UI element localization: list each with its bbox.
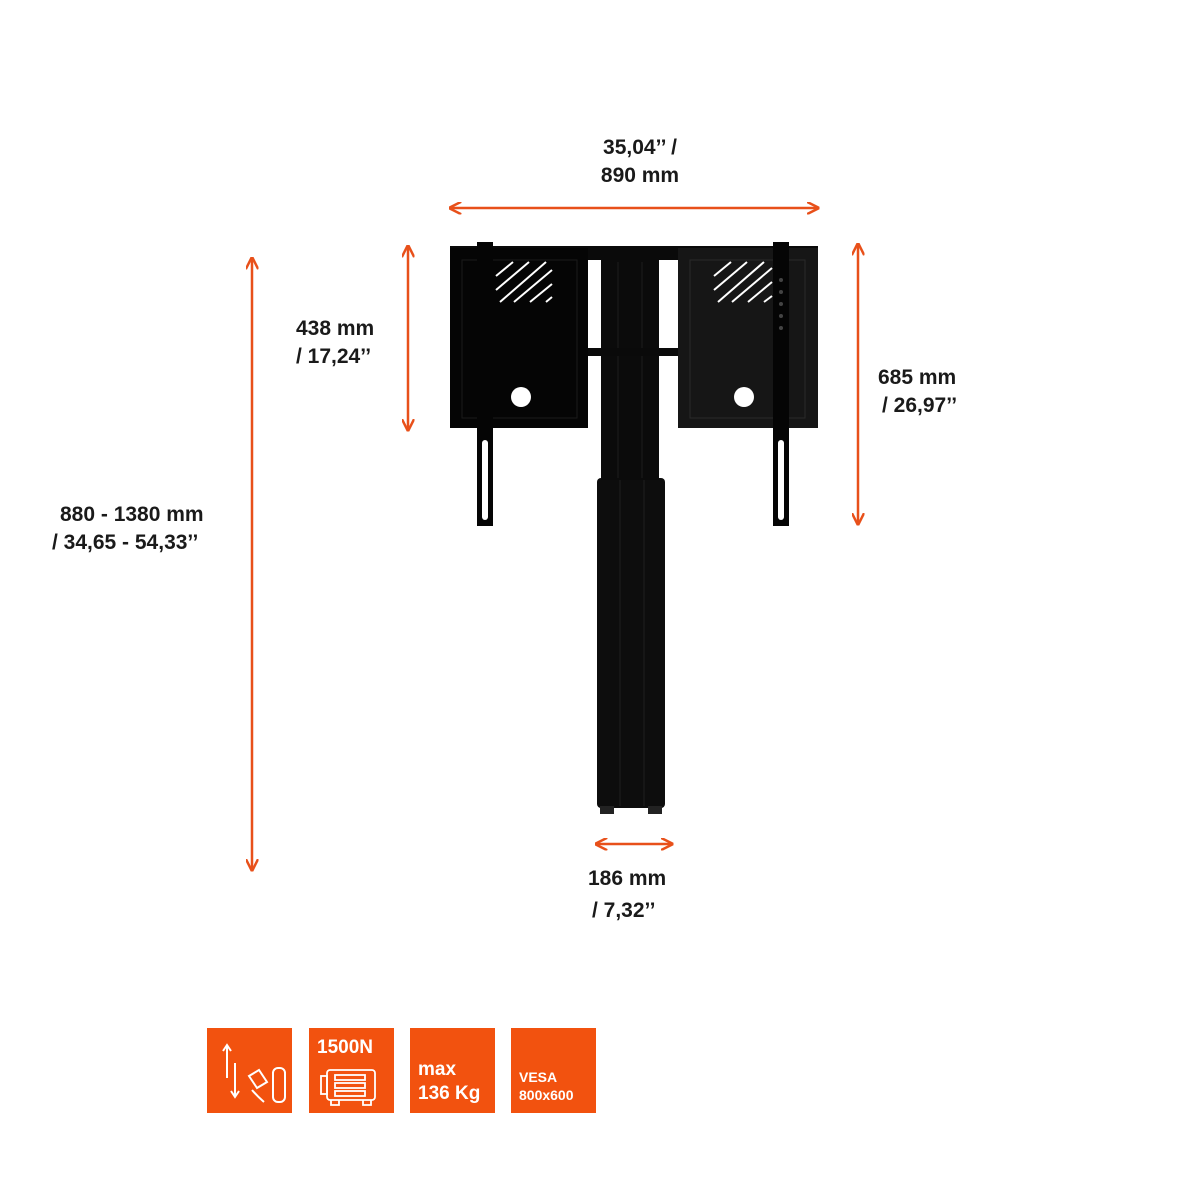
plate-height-label: 438 mm / 17,24’’ [296,315,374,371]
column-width-mm: 186 mm [588,867,667,890]
height-range-mm: 880 - 1380 mm [60,503,204,526]
bracket-height-mm: 685 mm [878,366,957,389]
height-range-label: 880 - 1380 mm / 34,65 - 54,33’’ [52,501,204,557]
height-range-inches: / 34,65 - 54,33’’ [52,531,199,554]
vesa-value: 800x600 [519,1087,574,1103]
force-label: 1500N [317,1037,373,1058]
badge-force: 1500N [309,1028,394,1113]
total-width-label: 35,04’’ / 890 mm [560,134,720,190]
vesa-label: VESA [519,1069,558,1085]
total-width-mm: 890 mm [600,164,680,187]
badge-max-load: max 136 Kg [410,1028,495,1113]
plate-height-inches: / 17,24’’ [296,345,372,368]
column-width-label: 186 mm / 7,32’’ [588,863,666,927]
badge-electric-adjust [207,1028,292,1113]
electric-height-adjust-icon [222,1043,286,1103]
column-width-inches: / 7,32’’ [592,899,656,922]
badge-vesa: VESA 800x600 [511,1028,596,1113]
total-width-inches: 35,04’’ / [603,136,677,159]
bracket-height-label: 685 mm / 26,97’’ [878,364,957,420]
wall-mount-column [450,242,818,814]
motor-icon [320,1069,376,1106]
plate-height-mm: 438 mm [296,317,375,340]
max-load-label: max [418,1059,457,1080]
bracket-height-inches: / 26,97’’ [882,394,958,417]
max-load-value: 136 Kg [418,1083,481,1104]
